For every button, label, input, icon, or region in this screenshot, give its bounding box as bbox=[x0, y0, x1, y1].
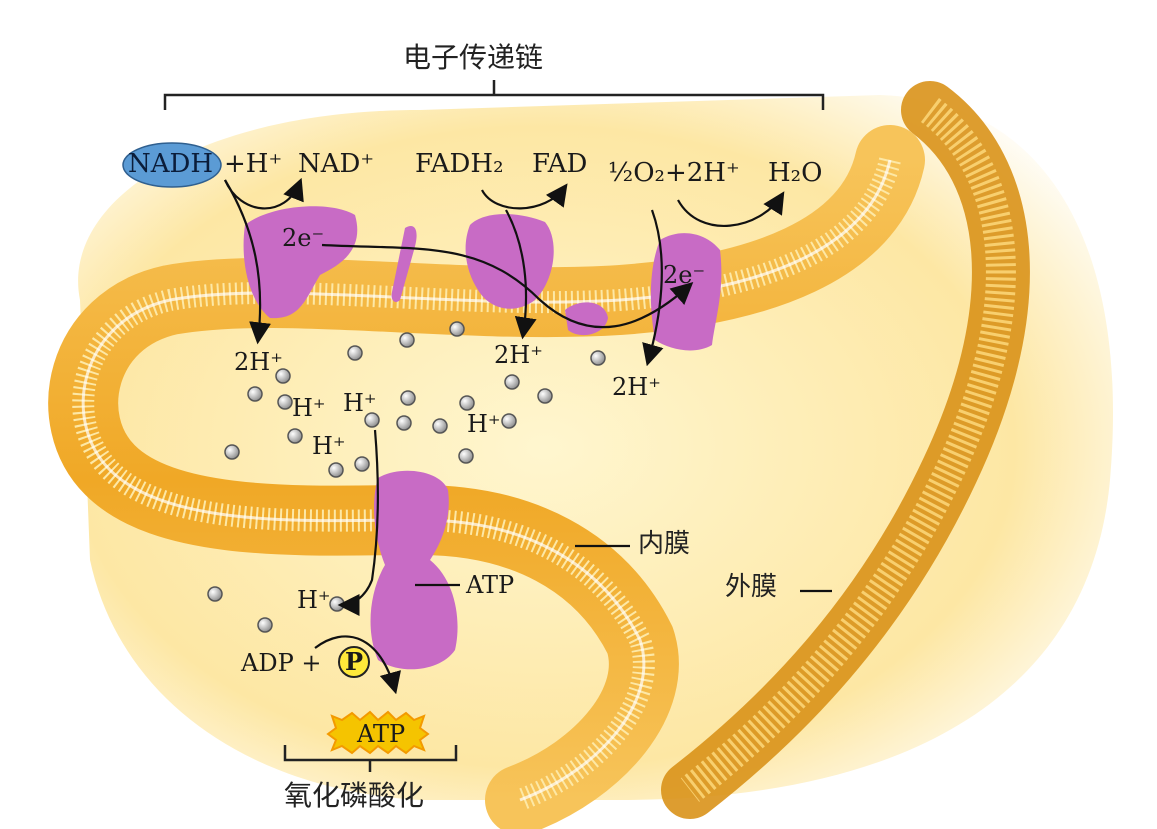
atp-product-label: ATP bbox=[357, 720, 406, 748]
adp-label: ADP + bbox=[241, 649, 322, 677]
oxygen-reaction-label: ½O₂+2H⁺ bbox=[608, 158, 740, 188]
proton-label-c: H⁺ bbox=[312, 432, 346, 460]
electron-pair-left-label: 2e⁻ bbox=[282, 224, 325, 252]
nad-plus-label: NAD⁺ bbox=[298, 149, 375, 179]
electron-transport-chain-title: 电子传递链 bbox=[403, 41, 544, 74]
proton-balls bbox=[207, 321, 606, 633]
proton-label-b: H⁺ bbox=[343, 389, 377, 417]
complex-i-protein bbox=[243, 206, 358, 319]
inner-membrane-core bbox=[81, 159, 892, 802]
reaction-arrows bbox=[223, 177, 785, 695]
leader-lines bbox=[415, 544, 832, 593]
atp-star-burst bbox=[326, 710, 430, 755]
oxidative-phosphorylation-bracket bbox=[283, 745, 458, 772]
proton-label-a: H⁺ bbox=[292, 394, 326, 422]
nadh-oval bbox=[122, 142, 222, 188]
proton-pair-left-label: 2H⁺ bbox=[234, 348, 283, 376]
electron-chain-bracket bbox=[163, 80, 825, 110]
water-label: H₂O bbox=[768, 158, 823, 188]
electron-pair-right-label: 2e⁻ bbox=[663, 261, 706, 289]
proton-label-d: H⁺ bbox=[467, 410, 501, 438]
atp-synthase-label: ATP bbox=[466, 571, 515, 599]
fad-label: FAD bbox=[532, 149, 588, 179]
nadh-label: NADH bbox=[128, 149, 214, 179]
outer-membrane-label: 外膜 bbox=[725, 572, 778, 602]
atp-synthase-protein bbox=[370, 470, 458, 670]
proton-pair-middle-label: 2H⁺ bbox=[494, 341, 543, 369]
phosphate-label: P bbox=[345, 647, 364, 676]
phosphate-circle bbox=[338, 646, 370, 678]
outer-membrane-band bbox=[661, 81, 1030, 819]
fadh2-label: FADH₂ bbox=[415, 149, 504, 179]
inner-membrane-label: 内膜 bbox=[638, 529, 691, 559]
h-plus-label: +H⁺ bbox=[224, 149, 283, 179]
ubiquinone-protein bbox=[391, 226, 417, 303]
complex-iii-protein bbox=[465, 214, 554, 309]
oxidative-phosphorylation-title: 氧化磷酸化 bbox=[284, 779, 425, 812]
proton-pair-right-label: 2H⁺ bbox=[612, 373, 661, 401]
proton-label-e: H⁺ bbox=[297, 586, 331, 614]
